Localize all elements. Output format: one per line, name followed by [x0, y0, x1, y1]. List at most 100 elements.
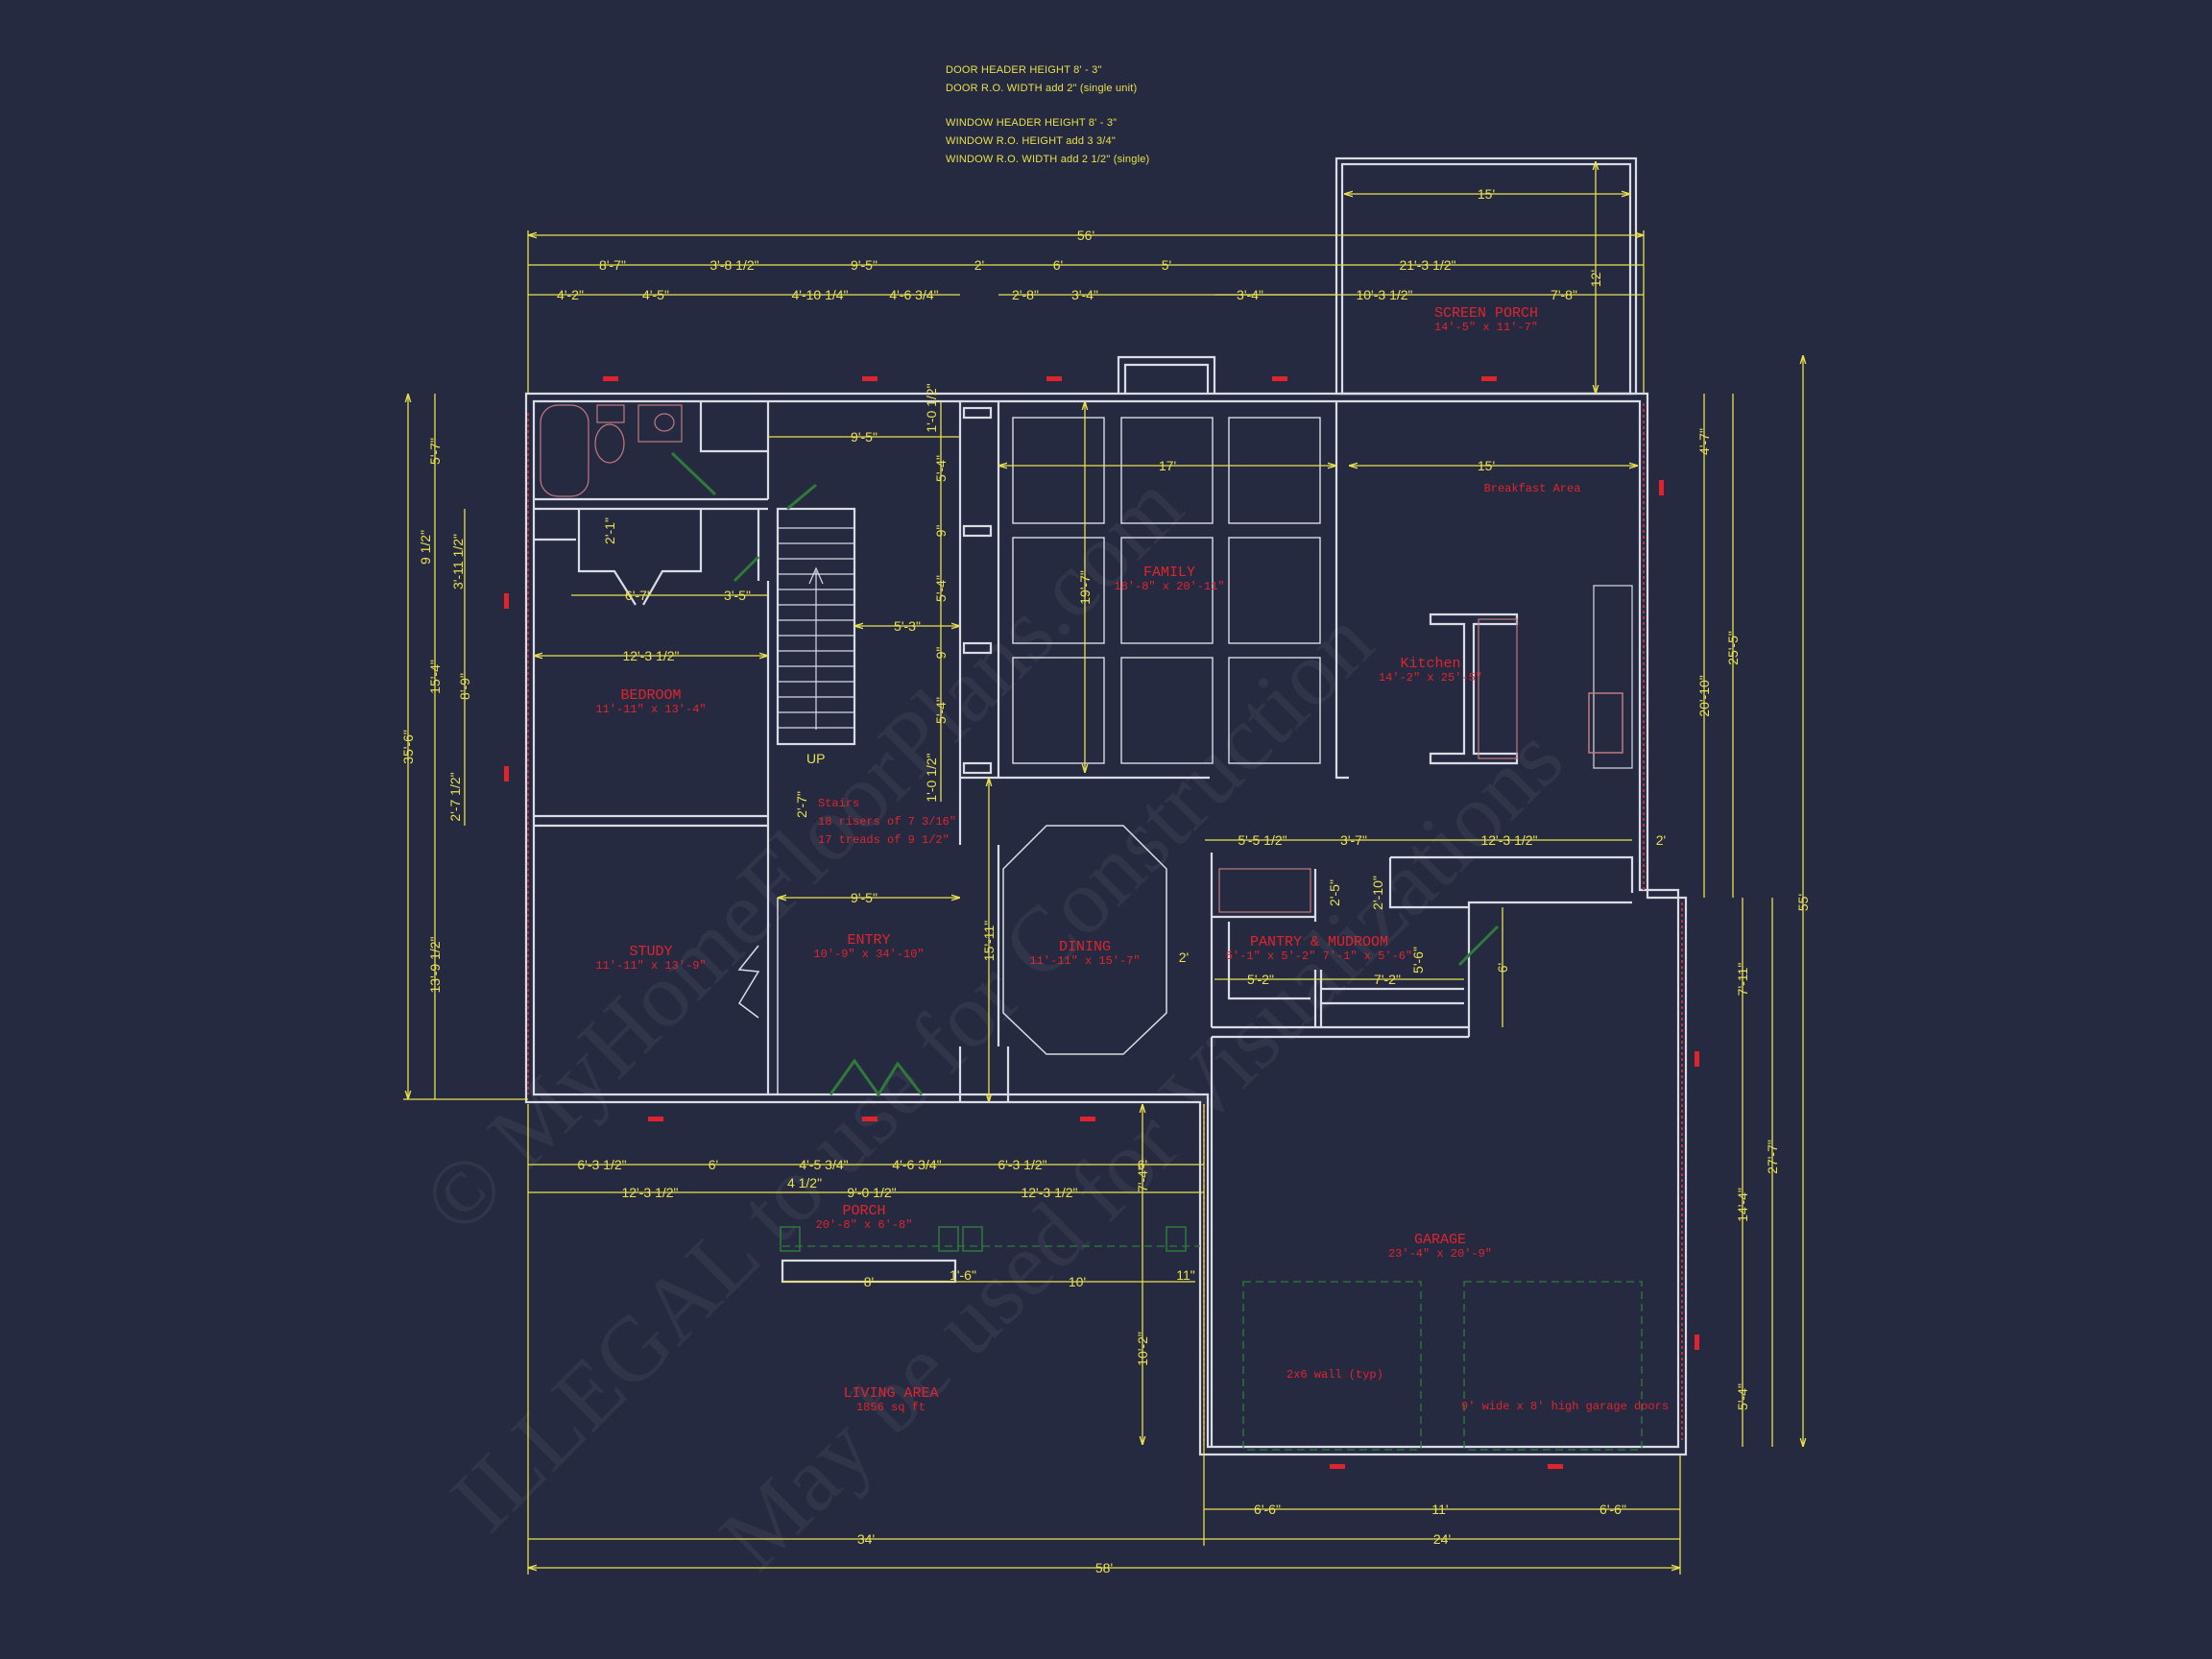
window-ro-height-note: WINDOW R.O. HEIGHT add 3 3/4": [946, 135, 1116, 147]
dim-label: 3'-8 1/2": [709, 257, 758, 273]
dim-label: 4'-6 3/4": [892, 1157, 941, 1172]
dim-label: 10': [1069, 1274, 1086, 1289]
room-size: 10'-9" x 34'-10": [813, 948, 924, 961]
stairs-note-title: Stairs: [818, 797, 859, 810]
dim-label: 9": [933, 525, 949, 538]
room-garage: GARAGE: [1414, 1232, 1466, 1248]
room-size: 11'-11" x 15'-7": [1029, 954, 1140, 968]
dim-label: 15'-4": [427, 660, 443, 694]
dim-label: 11': [1431, 1502, 1448, 1517]
dim-label: 6': [709, 1157, 718, 1172]
dim-label: 58': [1095, 1560, 1113, 1575]
dim-label: 35'-6": [400, 730, 416, 764]
dim-label: 17': [1159, 458, 1176, 473]
dimensions: [403, 161, 1803, 1575]
dim-label: 55': [1795, 894, 1811, 911]
dim-label: 9'-0 1/2": [847, 1185, 896, 1200]
dim-label: 13'-9 1/2": [427, 936, 443, 993]
dim-label: 2'-7 1/2": [447, 772, 463, 821]
dim-label: 3'-4": [1071, 287, 1098, 302]
dim-label: 19'-7": [1077, 570, 1093, 605]
dim-label: 1'-0 1/2": [924, 383, 939, 432]
dim-label: 6'-3 1/2": [998, 1157, 1046, 1172]
dim-label: 7'-2": [1374, 972, 1401, 987]
dim-label: 12'-3 1/2": [1021, 1185, 1077, 1200]
room-study: STUDY: [629, 944, 672, 960]
door-header-note: DOOR HEADER HEIGHT 8' - 3": [946, 64, 1102, 76]
dimension-labels: 56' 8'-7" 3'-8 1/2" 9'-5" 2' 6' 5' 21'-3…: [400, 186, 1811, 1575]
dim-label: 9'-5": [851, 890, 878, 905]
dim-label: 15': [1478, 186, 1495, 202]
dim-label: 6': [1053, 257, 1063, 273]
room-breakfast-area: Breakfast Area: [1484, 482, 1581, 495]
room-family: FAMILY: [1143, 565, 1195, 581]
dim-label: 6': [1495, 963, 1510, 973]
dim-label: 11": [1176, 1267, 1195, 1283]
dim-label: 1'-0 1/2": [924, 753, 939, 802]
dim-label: 10'-3 1/2": [1356, 287, 1412, 302]
walls: [524, 156, 1688, 1456]
dim-label: 1'-6": [950, 1267, 976, 1283]
window-header-note: WINDOW HEADER HEIGHT 8' - 3": [946, 117, 1118, 129]
dim-label: 10'-2": [1135, 1332, 1150, 1366]
room-dining: DINING: [1059, 939, 1111, 955]
dim-label: 3'-11 1/2": [450, 534, 466, 589]
dim-label: 5'-4": [933, 575, 949, 602]
dim-label: 5': [1162, 257, 1171, 273]
dim-label: 9 1/2": [418, 530, 433, 565]
dim-label: 2'-5": [1327, 879, 1342, 906]
dim-label: 7'-11": [1735, 963, 1750, 997]
room-size: 14'-2" x 25'-5": [1379, 671, 1482, 685]
dim-label: 24': [1433, 1531, 1451, 1547]
dim-label: 12': [1588, 270, 1603, 287]
window-markers: [504, 376, 1699, 1469]
room-pantry-mudroom: PANTRY & MUDROOM: [1250, 934, 1388, 950]
dim-label: 2'-7": [794, 791, 809, 818]
dim-label: 9'-5": [851, 429, 878, 445]
dim-top-overall: 56': [1077, 228, 1094, 243]
room-entry: ENTRY: [847, 932, 890, 949]
door-ro-note: DOOR R.O. WIDTH add 2" (single unit): [946, 83, 1138, 94]
room-kitchen: Kitchen: [1400, 656, 1460, 672]
dim-label: 4'-2": [557, 287, 584, 302]
dim-label: 6': [1138, 1157, 1147, 1172]
room-size: 11'-11" x 13'-9": [595, 959, 706, 973]
dim-label: 2'-10": [1370, 876, 1385, 910]
dim-label: 4'-10 1/4": [791, 287, 848, 302]
dim-label: 4'-5": [642, 287, 669, 302]
header-notes: DOOR HEADER HEIGHT 8' - 3" DOOR R.O. WID…: [946, 61, 1149, 169]
dim-label: 34': [857, 1531, 875, 1547]
watermark: © MyHomeFloorPlans.com ILLEGAL to use fo…: [402, 453, 1582, 1588]
room-screen-porch: SCREEN PORCH: [1434, 305, 1538, 322]
room-size: 14'-5" x 11'-7": [1434, 321, 1538, 334]
dim-label: 5'-4": [933, 697, 949, 724]
dim-label: 6'-7": [625, 588, 652, 603]
living-area-size: 1856 sq ft: [856, 1401, 926, 1414]
dim-label: 5'-4": [933, 455, 949, 482]
room-size: 20'-8" x 6'-8": [816, 1218, 913, 1232]
room-size: 18'-8" x 20'-11": [1114, 580, 1224, 593]
dim-label: 6'-6": [1254, 1502, 1281, 1517]
dim-label: 6'-3 1/2": [577, 1157, 626, 1172]
dim-label: 4 1/2": [787, 1175, 822, 1190]
window-ro-width-note: WINDOW R.O. WIDTH add 2 1/2" (single): [946, 154, 1150, 165]
dim-label: 7'-8": [1551, 287, 1577, 302]
stair-up-label: UP: [806, 751, 825, 766]
garage-wall-note: 2x6 wall (typ): [1286, 1368, 1383, 1382]
dim-label: 3'-4": [1237, 287, 1263, 302]
dim-label: 8'-9": [457, 673, 472, 700]
dim-label: 12'-3 1/2": [621, 1185, 678, 1200]
room-porch: PORCH: [842, 1203, 885, 1219]
stairs-note-treads: 17 treads of 9 1/2": [818, 833, 950, 847]
room-size: 5'-1" x 5'-2" 7'-1" x 5'-6": [1226, 950, 1412, 963]
dim-label: 21'-3 1/2": [1399, 257, 1455, 273]
dim-label: 8': [864, 1274, 874, 1289]
dim-label: 5'-4": [1735, 1383, 1750, 1410]
dim-label: 2'-1": [602, 517, 617, 544]
dim-label: 15': [1478, 458, 1495, 473]
dim-label: 9": [933, 647, 949, 660]
stairs-note-risers: 18 risers of 7 3/16": [818, 815, 956, 829]
dim-label: 12'-3 1/2": [1480, 832, 1537, 848]
dim-label: 5'-7": [427, 438, 443, 465]
